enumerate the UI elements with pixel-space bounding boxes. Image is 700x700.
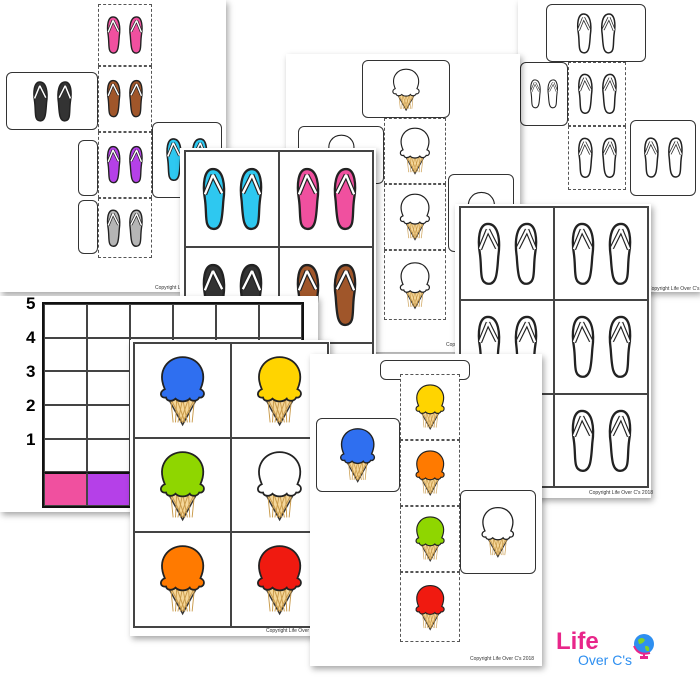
- life-over-cs-logo: Life Over C's: [556, 628, 656, 674]
- graph-cell: [173, 304, 216, 338]
- graph-cell: [130, 304, 173, 338]
- die-flap: [520, 62, 568, 126]
- die-tab: [78, 200, 98, 254]
- logo-line1: Life: [556, 628, 599, 655]
- flip-flops-icon: [107, 209, 143, 247]
- graph-cell: [87, 371, 130, 405]
- y-label: 3: [26, 362, 36, 381]
- card: [279, 151, 373, 247]
- die-flap: [546, 4, 646, 62]
- die-flap: [362, 60, 450, 118]
- flip-flops-icon: [643, 137, 683, 179]
- y-label: 1: [26, 430, 36, 449]
- die-tab: [78, 140, 98, 196]
- card: [554, 207, 648, 301]
- ice-cream-icon: [415, 384, 445, 431]
- die-face: [98, 4, 152, 66]
- copyright: Copyright Li: [155, 285, 182, 291]
- graph-cell: [44, 405, 87, 439]
- flip-flops-icon: [530, 79, 558, 109]
- die-face: [384, 184, 446, 250]
- graph-cell: [87, 405, 130, 439]
- y-label: 4: [26, 328, 36, 347]
- flip-flops-icon: [571, 409, 631, 472]
- icecream-cards-page: Copyright Life Over C's 2018: [130, 340, 330, 636]
- graph-cell: [44, 337, 87, 372]
- ice-cream-icon: [415, 584, 445, 631]
- graph-cell: [216, 304, 259, 338]
- graph-cell: [44, 472, 87, 506]
- die-flap: [6, 72, 98, 130]
- graph-cell: [259, 304, 302, 338]
- flip-flops-icon: [107, 80, 143, 118]
- die-face: [98, 132, 152, 198]
- die-face: [400, 374, 460, 440]
- copyright: Copyright Life Over C's 2018: [589, 490, 654, 496]
- copyright: Copyright Life Over C's 2018: [266, 628, 331, 634]
- ice-cream-icon: [159, 545, 205, 616]
- ice-cream-icon: [392, 68, 420, 111]
- die-face: [568, 62, 626, 126]
- flip-flops-icon: [577, 73, 617, 115]
- flip-flops-icon: [571, 315, 631, 379]
- logo-line2: Over C's: [578, 652, 633, 668]
- graph-cell: [44, 304, 87, 338]
- ice-cream-icon: [256, 356, 302, 427]
- die-face: [400, 572, 460, 642]
- flip-flops-icon: [32, 80, 72, 122]
- die-face: [568, 126, 626, 190]
- die-face: [98, 66, 152, 132]
- die-flap: [460, 490, 536, 574]
- flip-flops-icon: [576, 12, 616, 54]
- icecream-die-page: Copyright Life Over C's 2018: [310, 354, 542, 666]
- y-label: 5: [26, 294, 36, 313]
- graph-cell: [87, 438, 130, 473]
- ice-cream-icon: [159, 450, 205, 521]
- ice-cream-icon: [415, 516, 445, 563]
- ice-cream-icon: [159, 356, 205, 427]
- graph-cell: [87, 304, 130, 338]
- ice-cream-icon: [399, 127, 430, 176]
- card: [460, 207, 554, 301]
- globe-icon: [633, 634, 654, 659]
- card: [134, 437, 231, 533]
- ice-cream-icon: [340, 428, 376, 484]
- graph-cell: [87, 337, 130, 372]
- graph-cell: [44, 438, 87, 473]
- ice-cream-icon: [256, 545, 302, 616]
- ice-cream-icon: [481, 507, 515, 559]
- die-face: [384, 118, 446, 184]
- flip-flops-icon: [296, 167, 356, 231]
- die-face: [98, 198, 152, 258]
- card-grid: [133, 342, 329, 628]
- flip-flops-icon: [107, 16, 143, 54]
- y-label: 2: [26, 396, 36, 415]
- card: [134, 343, 231, 438]
- flip-flops-icon: [202, 167, 262, 231]
- ice-cream-icon: [256, 450, 302, 521]
- card: [554, 393, 648, 487]
- flip-flops-icon: [577, 137, 617, 179]
- graph-cell: [87, 472, 130, 506]
- copyright: Copyright Life Over C's 2018: [470, 656, 535, 662]
- flip-flops-icon: [477, 222, 537, 285]
- flip-flops-icon: [571, 222, 631, 285]
- card: [134, 532, 231, 627]
- ice-cream-icon: [399, 261, 430, 310]
- graph-cell: [44, 371, 87, 405]
- ice-cream-icon: [399, 193, 430, 242]
- die-face: [384, 250, 446, 320]
- card: [185, 151, 279, 247]
- die-face: [400, 506, 460, 572]
- ice-cream-icon: [415, 450, 445, 497]
- card: [554, 300, 648, 394]
- die-face: [400, 440, 460, 506]
- copyright: Copyright Life Over C's 2018: [648, 286, 700, 292]
- die-flap: [630, 120, 696, 196]
- die-flap: [316, 418, 400, 492]
- flip-flops-icon: [107, 146, 143, 184]
